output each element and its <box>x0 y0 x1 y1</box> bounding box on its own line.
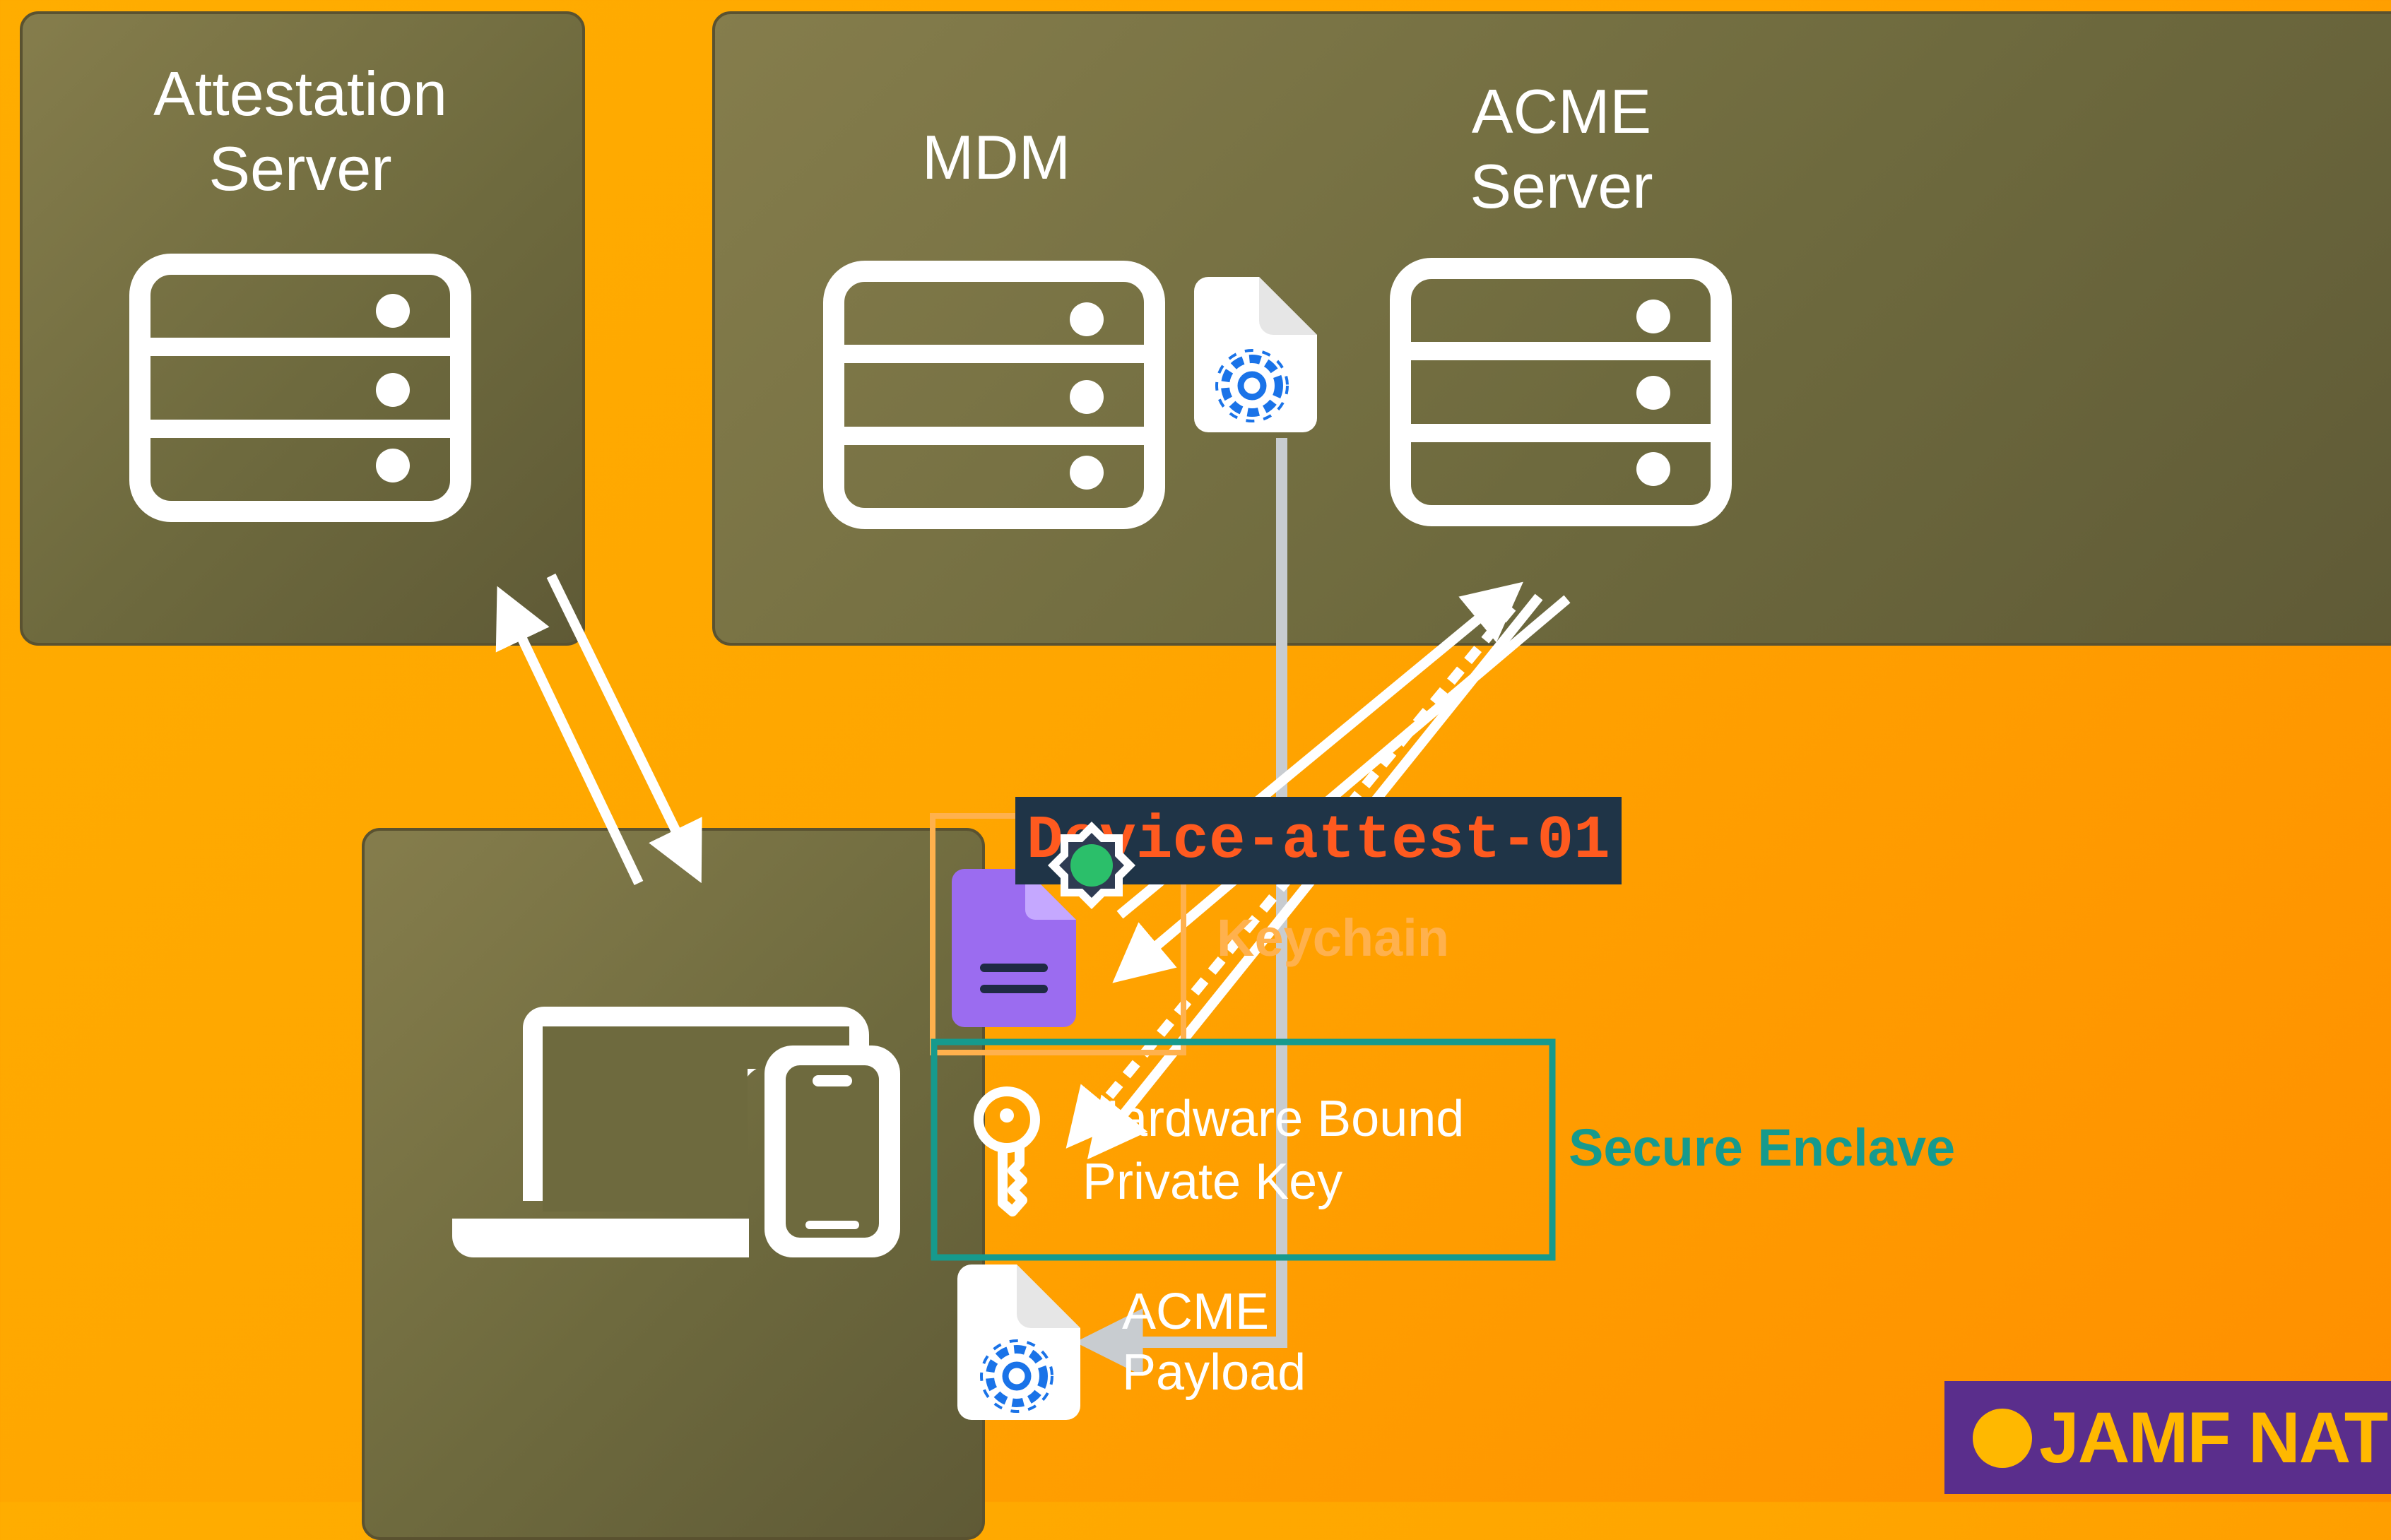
attestation-server-label: Attestation Server <box>153 59 447 203</box>
hardware-key-label: Hardware Bound Private Key <box>1082 1091 1465 1211</box>
acme-payload-icon <box>957 1264 1080 1420</box>
attestation-server-icon <box>129 254 471 522</box>
config-profile-icon <box>1194 277 1317 432</box>
mdm-acme-panel <box>712 11 2391 646</box>
mdm-server-icon <box>823 261 1165 529</box>
arrow-acme-to-device-cert <box>1112 595 1571 983</box>
diagram-graphics <box>129 254 1732 1420</box>
payload-line <box>1075 438 1287 1376</box>
secure-enclave-box <box>931 1038 1556 1261</box>
certificate-icon <box>952 869 1076 1027</box>
brand-text: JAMF NAT <box>2039 1397 2388 1478</box>
keychain-label: Keychain <box>1217 908 1450 967</box>
acme-server-label: ACME Server <box>1470 76 1653 221</box>
attestation-server-panel <box>20 11 585 646</box>
phone-icon <box>764 1046 900 1257</box>
arrow-device-to-attestation <box>495 586 644 886</box>
certificate-name-tag: Device-attest-01 <box>1015 797 1622 884</box>
key-icon <box>974 1086 1040 1216</box>
arrow-attestation-to-device <box>546 573 702 884</box>
brand-banner: JAMF NAT <box>1944 1381 2391 1494</box>
mdm-label: MDM <box>921 122 1071 192</box>
secure-enclave-label: Secure Enclave <box>1569 1118 1956 1177</box>
brand-dot-icon <box>1973 1409 2032 1468</box>
acme-payload-label: ACME Payload <box>1122 1284 1306 1402</box>
acme-server-icon <box>1390 258 1732 526</box>
